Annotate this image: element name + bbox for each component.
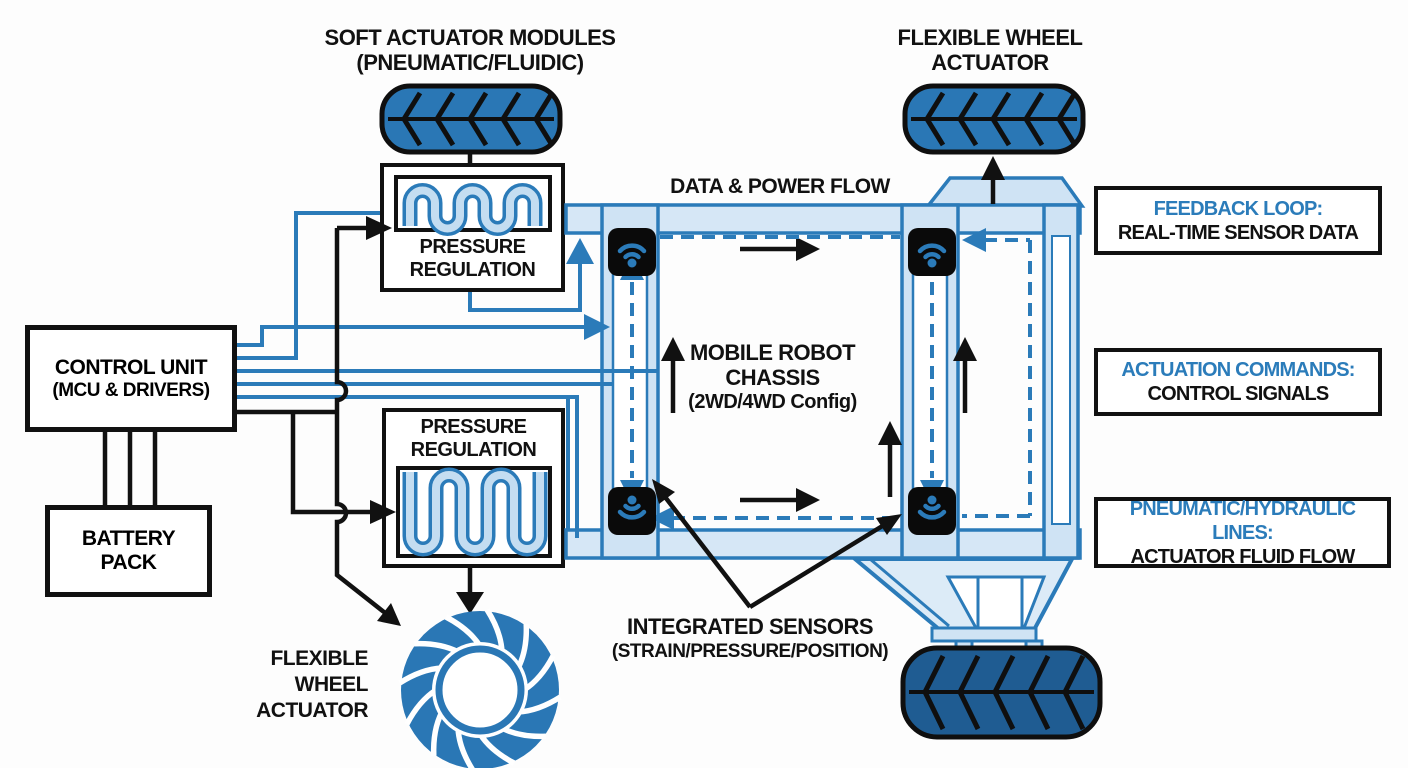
- tire-tread-icon-soft-actuator: [379, 83, 563, 155]
- chassis-bottom-rail: [564, 528, 1082, 560]
- wifi-sensor-icon-bottom-left: [608, 487, 656, 535]
- wifi-sensor-icon-bottom-right: [908, 487, 956, 535]
- soft-actuator-modules-label: SOFT ACTUATOR MODULES (PNEUMATIC/FLUIDIC…: [324, 25, 616, 75]
- control-unit-title: CONTROL UNIT: [54, 355, 208, 379]
- legend-pneumatic-text: ACTUATOR FLUID FLOW: [1130, 545, 1355, 568]
- pressure-regulation-top-label: PRESSURE REGULATION: [409, 236, 536, 281]
- flexible-wheel-actuator-top-label: FLEXIBLE WHEEL ACTUATOR: [897, 25, 1083, 75]
- wifi-sensor-icon-top-left: [608, 228, 656, 276]
- turbine-wheel-icon: [400, 610, 560, 768]
- legend-actuation-heading: ACTUATION COMMANDS:: [1121, 359, 1355, 381]
- wheel-mount-trapezoid: [924, 176, 1086, 208]
- blue-right-arrowhead: [584, 314, 610, 340]
- arrow-into-turbine-down: [456, 592, 484, 614]
- battery-pack-box: BATTERY PACK: [45, 505, 212, 597]
- legend-pneumatic-heading: PNEUMATIC/HYDRAULIC LINES:: [1129, 497, 1356, 544]
- data-power-flow-label: DATA & POWER FLOW: [670, 175, 890, 198]
- legend-actuation-text: CONTROL SIGNALS: [1147, 383, 1330, 405]
- arrow-to-top-wheel: [981, 156, 1005, 180]
- tire-tread-icon-flexible-wheel-top: [902, 83, 1086, 155]
- chassis-left-member: [600, 203, 660, 560]
- sensor-annotation-arrows: [652, 479, 902, 609]
- integrated-sensors-label: INTEGRATED SENSORS (STRAIN/PRESSURE/POSI…: [611, 614, 889, 662]
- battery-label-line1: BATTERY: [81, 527, 176, 550]
- pressure-regulation-bottom-label: PRESSURE REGULATION: [410, 416, 537, 461]
- wifi-sensor-icon-top-right: [908, 228, 956, 276]
- legend-feedback-loop: FEEDBACK LOOP: REAL-TIME SENSOR DATA: [1094, 186, 1382, 255]
- control-unit-subtitle: (MCU & DRIVERS): [52, 379, 210, 401]
- blue-up-arrowhead: [566, 238, 594, 264]
- legend-feedback-text: REAL-TIME SENSOR DATA: [1117, 221, 1359, 244]
- chassis-top-rail: [564, 203, 1082, 235]
- chassis-right-member: [900, 203, 960, 560]
- battery-label-line2: PACK: [100, 551, 157, 574]
- legend-actuation-commands: ACTUATION COMMANDS: CONTROL SIGNALS: [1094, 348, 1382, 416]
- chassis-right-endcap: [1042, 203, 1080, 560]
- legend-pneumatic-lines: PNEUMATIC/HYDRAULIC LINES: ACTUATOR FLUI…: [1094, 497, 1391, 568]
- legend-feedback-heading: FEEDBACK LOOP:: [1153, 197, 1324, 220]
- mobile-robot-chassis-label: MOBILE ROBOT CHASSIS (2WD/4WD Config): [688, 340, 857, 413]
- flexible-wheel-actuator-bottom-label: FLEXIBLE WHEEL ACTUATOR: [256, 647, 368, 722]
- arrow-into-turbine-diagonal: [377, 603, 401, 626]
- control-unit-box: CONTROL UNIT (MCU & DRIVERS): [25, 325, 237, 432]
